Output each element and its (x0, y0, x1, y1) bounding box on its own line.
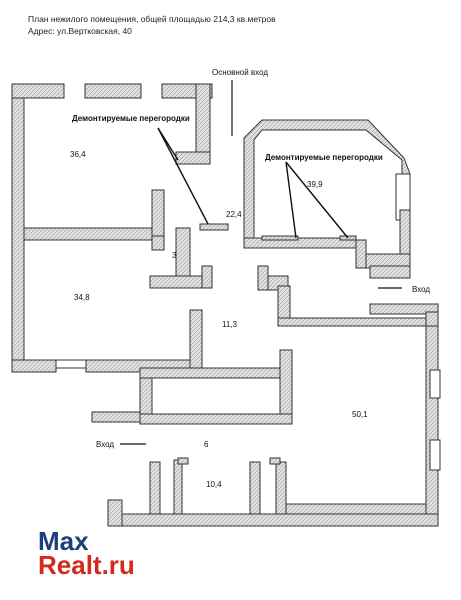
entrance-right-label: Вход (412, 285, 431, 294)
partitions-label-left: Демонтируемые перегородки (72, 114, 190, 123)
entrance-markers (120, 80, 402, 445)
room-area-3: 3 (172, 251, 177, 260)
leader-lines (157, 127, 349, 239)
room-area-34-8: 34,8 (74, 293, 90, 302)
wall-mid-left (23, 227, 165, 241)
watermark-realt: Realt.ru (38, 550, 135, 580)
wall-room-39-top (243, 119, 411, 247)
room-area-10-4: 10,4 (206, 480, 222, 489)
plan-title: План нежилого помещения, общей площадью … (28, 14, 276, 24)
partitions-label-right: Демонтируемые перегородки (265, 153, 383, 162)
wall-bottom (107, 513, 439, 527)
walls (11, 83, 441, 527)
entrance-left-label: Вход (96, 440, 115, 449)
room-area-36-4: 36,4 (70, 150, 86, 159)
room-area-39-9: 39,9 (307, 180, 323, 189)
room-area-6: 6 (204, 440, 209, 449)
wall-outer-left (11, 83, 25, 373)
main-entrance-label: Основной вход (212, 68, 268, 77)
plan-address: Адрес: ул.Вертковская, 40 (28, 26, 132, 36)
room-area-50-1: 50,1 (352, 410, 368, 419)
room-area-22-4: 22,4 (226, 210, 242, 219)
wall-top-left-a (11, 83, 65, 99)
room-area-11-3: 11,3 (222, 320, 237, 329)
watermark-max: Max (38, 526, 89, 556)
